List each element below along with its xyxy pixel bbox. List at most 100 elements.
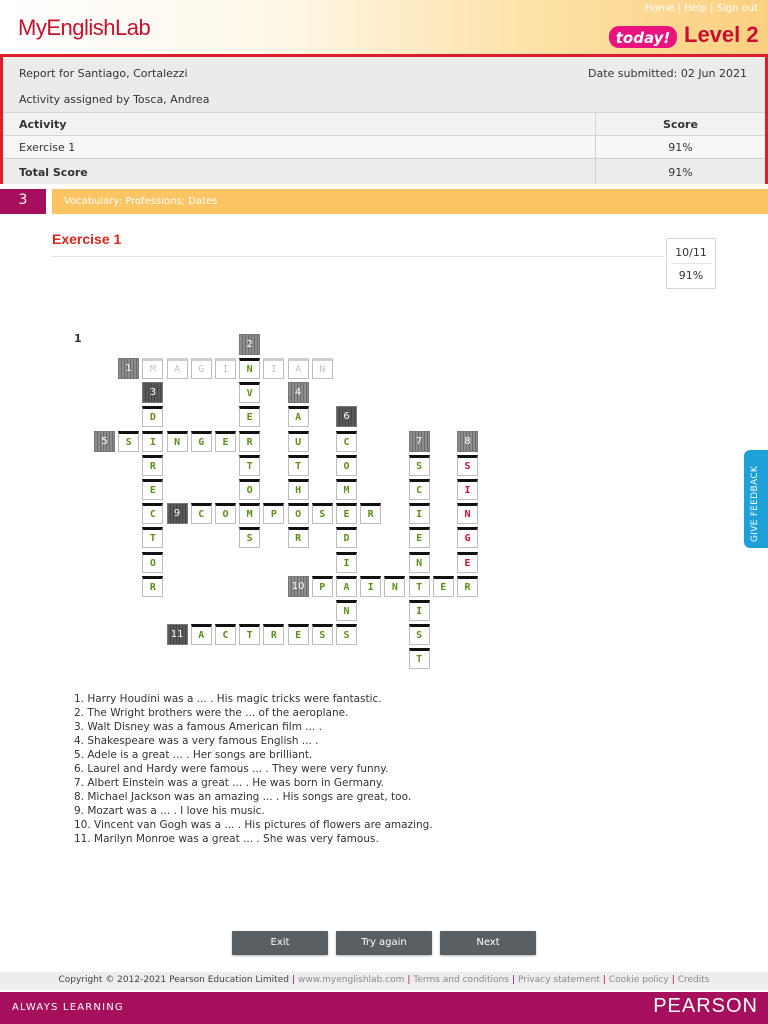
crossword-cell[interactable]: C: [190, 503, 212, 525]
crossword-cell[interactable]: E: [239, 406, 261, 428]
crossword-cell[interactable]: E: [336, 503, 357, 525]
crossword-cell[interactable]: P: [263, 503, 285, 525]
crossword-cell[interactable]: A: [287, 406, 309, 428]
crossword-cell[interactable]: G: [457, 527, 478, 549]
crossword-cell[interactable]: T: [142, 527, 164, 549]
crossword-cell[interactable]: A: [287, 358, 309, 379]
crossword-cell[interactable]: O: [336, 454, 357, 476]
crossword-cell[interactable]: C: [408, 479, 430, 500]
crossword-cell[interactable]: T: [408, 648, 430, 670]
crossword-cell[interactable]: P: [311, 575, 333, 597]
crossword-cell[interactable]: T: [287, 454, 309, 476]
crossword-cell[interactable]: M: [336, 479, 357, 500]
crossword-cell[interactable]: S: [118, 430, 140, 452]
crossword-cell[interactable]: N: [336, 600, 357, 621]
crossword-cell[interactable]: I: [336, 551, 357, 573]
footer-link-cookie[interactable]: Cookie policy: [608, 975, 669, 985]
crossword-cell[interactable]: R: [239, 430, 261, 452]
footer-link-terms[interactable]: Terms and conditions: [413, 975, 509, 985]
always-learning-tagline: ALWAYS LEARNING: [12, 1002, 124, 1013]
try-again-button[interactable]: Try again: [336, 931, 432, 955]
crossword-cell[interactable]: R: [287, 527, 309, 549]
crossword-cell[interactable]: M: [142, 358, 164, 379]
give-feedback-label: GIVE FEEDBACK: [750, 465, 760, 542]
crossword-cell[interactable]: S: [408, 624, 430, 646]
crossword-cell[interactable]: S: [457, 454, 478, 476]
today-logo-text: today!: [616, 29, 671, 47]
clue-item: 6. Laurel and Hardy were famous ... . Th…: [74, 763, 389, 775]
crossword-cell[interactable]: S: [311, 624, 333, 646]
footer-link-credits[interactable]: Credits: [677, 975, 710, 985]
crossword-cell[interactable]: T: [239, 624, 261, 646]
crossword-cell[interactable]: V: [239, 382, 261, 404]
crossword-cell[interactable]: N: [311, 358, 333, 379]
clue-number-2: 2: [239, 333, 261, 355]
crossword-cell[interactable]: I: [215, 358, 236, 379]
clue-number-3: 3: [142, 382, 164, 404]
section-number: 3: [0, 189, 46, 214]
crossword-cell[interactable]: S: [336, 624, 357, 646]
crossword-cell[interactable]: M: [239, 503, 261, 525]
crossword-cell[interactable]: O: [142, 551, 164, 573]
clue-item: 1. Harry Houdini was a ... . His magic t…: [74, 693, 382, 705]
footer-link-site[interactable]: www.myenglishlab.com: [298, 975, 405, 985]
crossword-cell[interactable]: O: [215, 503, 236, 525]
clue-item: 11. Marilyn Monroe was a great ... . She…: [74, 833, 379, 845]
home-link[interactable]: Home: [644, 3, 675, 14]
crossword-cell[interactable]: E: [215, 430, 236, 452]
crossword-cell[interactable]: O: [239, 479, 261, 500]
crossword-cell[interactable]: D: [336, 527, 357, 549]
crossword-cell[interactable]: C: [215, 624, 236, 646]
crossword-cell[interactable]: C: [142, 503, 164, 525]
crossword-cell[interactable]: S: [311, 503, 333, 525]
crossword-cell[interactable]: E: [142, 479, 164, 500]
crossword-cell[interactable]: S: [408, 454, 430, 476]
crossword-cell[interactable]: I: [360, 575, 382, 597]
footer-link-privacy[interactable]: Privacy statement: [517, 975, 600, 985]
crossword-cell[interactable]: N: [408, 551, 430, 573]
crossword-cell[interactable]: G: [190, 358, 212, 379]
crossword-cell[interactable]: R: [142, 575, 164, 597]
crossword-cell[interactable]: A: [190, 624, 212, 646]
crossword-cell[interactable]: E: [432, 575, 454, 597]
crossword-cell[interactable]: S: [239, 527, 261, 549]
crossword-cell[interactable]: I: [408, 600, 430, 621]
crossword-cell[interactable]: R: [360, 503, 382, 525]
crossword-cell[interactable]: N: [457, 503, 478, 525]
crossword-cell[interactable]: E: [287, 624, 309, 646]
crossword-cell[interactable]: R: [263, 624, 285, 646]
crossword-cell[interactable]: I: [408, 503, 430, 525]
crossword-cell[interactable]: I: [263, 358, 285, 379]
crossword-cell[interactable]: R: [142, 454, 164, 476]
level-label: Level 2: [684, 22, 759, 47]
crossword-cell[interactable]: C: [336, 430, 357, 452]
crossword-cell[interactable]: H: [287, 479, 309, 500]
crossword-cell[interactable]: E: [457, 551, 478, 573]
give-feedback-tab[interactable]: GIVE FEEDBACK: [744, 450, 768, 548]
help-link[interactable]: Help: [684, 3, 707, 14]
crossword-cell[interactable]: T: [239, 454, 261, 476]
crossword-cell[interactable]: O: [287, 503, 309, 525]
clue-number-7: 7: [408, 430, 430, 452]
crossword-cell[interactable]: T: [408, 575, 430, 597]
crossword-cell[interactable]: G: [190, 430, 212, 452]
crossword-cell[interactable]: N: [239, 358, 261, 379]
crossword-cell[interactable]: D: [142, 406, 164, 428]
crossword-cell[interactable]: N: [384, 575, 406, 597]
crossword-cell[interactable]: A: [336, 575, 357, 597]
crossword-cell[interactable]: I: [142, 430, 164, 452]
crossword-cell[interactable]: N: [166, 430, 188, 452]
myenglishlab-logo[interactable]: MyEnglishLab: [18, 15, 151, 40]
next-button[interactable]: Next: [440, 931, 536, 955]
crossword-cell[interactable]: E: [408, 527, 430, 549]
clue-number-11: 11: [166, 624, 188, 646]
crossword-cell[interactable]: R: [457, 575, 478, 597]
sign-out-link[interactable]: Sign out: [716, 3, 758, 14]
exit-button[interactable]: Exit: [232, 931, 328, 955]
exercise-score-box: 10/11 91%: [666, 238, 716, 289]
crossword-cell[interactable]: U: [287, 430, 309, 452]
activity-score: 91%: [595, 136, 765, 158]
crossword-cell[interactable]: A: [166, 358, 188, 379]
assigned-by: Activity assigned by Tosca, Andrea: [19, 93, 210, 106]
crossword-cell[interactable]: I: [457, 479, 478, 500]
